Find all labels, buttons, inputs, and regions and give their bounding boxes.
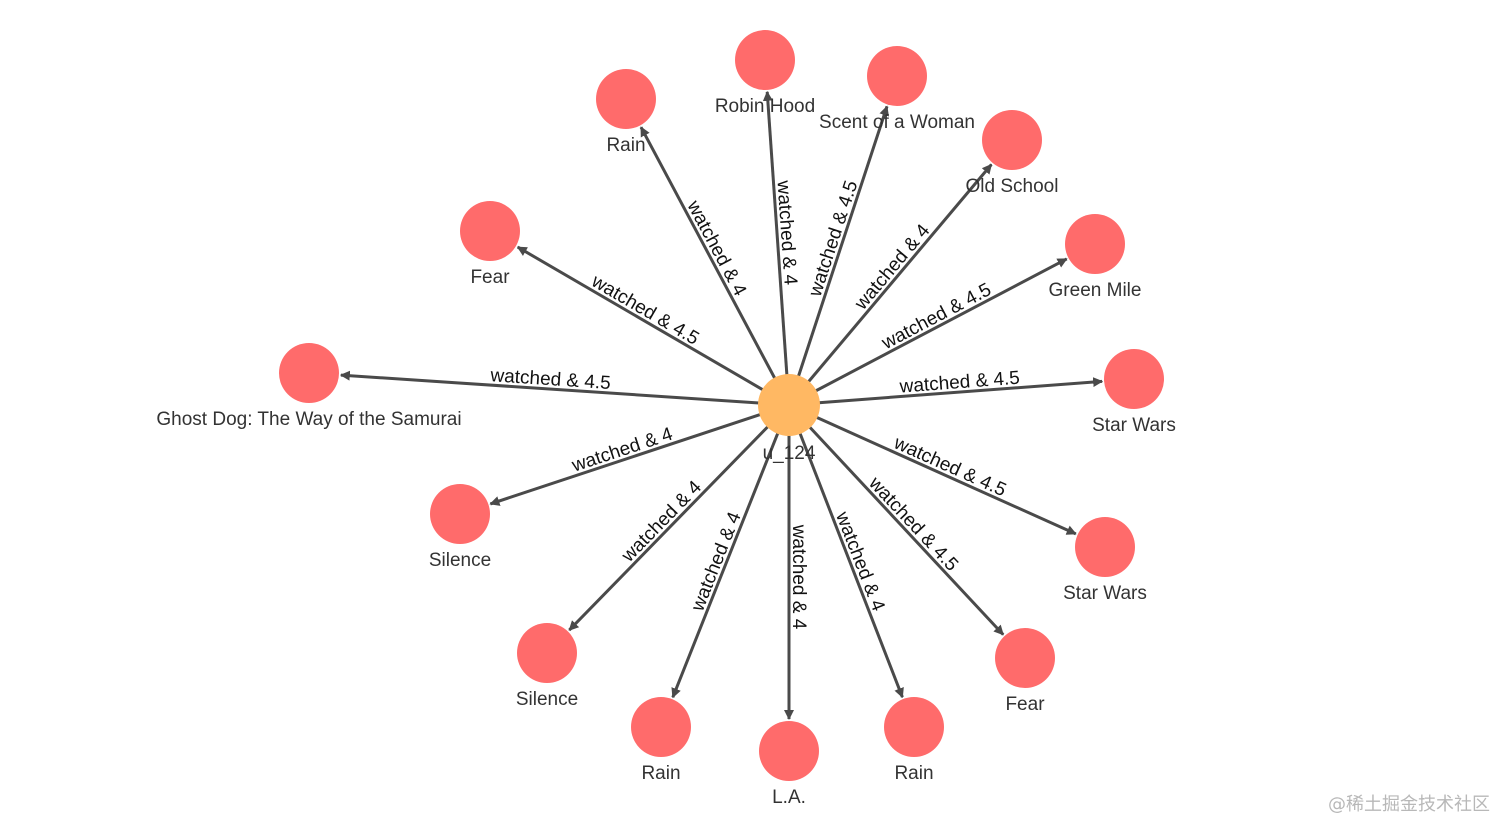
node-star-wars-1[interactable] [1104,349,1164,409]
edge-label-silence-2: watched & 4 [569,424,676,477]
node-fear-2[interactable] [460,201,520,261]
node-label-center-user: u_124 [763,443,816,464]
node-label-silence-1: Silence [516,689,578,710]
node-label-old-school: Old School [966,176,1059,197]
edge-label-rain-2: watched & 4 [687,509,746,615]
node-rain-2[interactable] [631,697,691,757]
edge-silence-1 [568,425,770,632]
node-label-scent-of-a-woman: Scent of a Woman [819,112,975,133]
edge-label-old-school: watched & 4 [850,220,934,315]
edge-silence-2 [489,412,761,506]
node-label-fear-2: Fear [470,267,510,288]
node-label-rain-1: Rain [894,763,933,784]
node-label-green-mile: Green Mile [1049,280,1142,301]
node-scent-of-a-woman[interactable] [867,46,927,106]
node-label-star-wars-1: Star Wars [1092,415,1176,436]
node-label-silence-2: Silence [429,550,491,571]
edge-rain-3 [639,126,777,380]
node-fear-1[interactable] [995,628,1055,688]
node-label-la: L.A. [772,787,806,808]
node-silence-2[interactable] [430,484,490,544]
edge-fear-2 [516,245,764,392]
edge-scent-of-a-woman [796,105,889,377]
node-label-rain-2: Rain [641,763,680,784]
node-robin-hood[interactable] [735,30,795,90]
edge-star-wars-2 [815,415,1077,536]
edge-rain-2 [671,432,780,699]
edge-green-mile [814,257,1068,393]
edge-label-star-wars-2: watched & 4.5 [890,432,1009,501]
edge-label-robin-hood: watched & 4 [772,179,800,286]
node-label-ghost-dog: Ghost Dog: The Way of the Samurai [156,409,461,430]
edge-label-scent-of-a-woman: watched & 4.5 [805,178,863,300]
edge-label-star-wars-1: watched & 4.5 [898,368,1021,398]
edge-star-wars-1 [818,377,1104,405]
edge-label-rain-1: watched & 4 [831,508,889,614]
node-label-fear-1: Fear [1005,694,1045,715]
node-label-rain-3: Rain [606,135,645,156]
edge-old-school [807,163,993,383]
edge-label-ghost-dog: watched & 4.5 [489,365,612,394]
node-center-user[interactable] [758,374,820,436]
edge-label-silence-1: watched & 4 [617,477,706,568]
edge-label-green-mile: watched & 4.5 [878,279,995,354]
node-green-mile[interactable] [1065,214,1125,274]
edge-label-fear-1: watched & 4.5 [864,472,962,575]
node-ghost-dog[interactable] [279,343,339,403]
node-old-school[interactable] [982,110,1042,170]
node-star-wars-2[interactable] [1075,517,1135,577]
node-label-star-wars-2: Star Wars [1063,583,1147,604]
node-silence-1[interactable] [517,623,577,683]
node-la[interactable] [759,721,819,781]
edge-rain-1 [798,432,904,699]
edge-label-rain-3: watched & 4 [682,196,750,299]
edge-label-la: watched & 4 [788,524,809,630]
node-label-robin-hood: Robin Hood [715,96,815,117]
edge-ghost-dog [339,370,760,405]
edge-robin-hood [762,90,789,376]
watermark: @稀土掘金技术社区 [1328,794,1490,815]
node-rain-3[interactable] [596,69,656,129]
node-rain-1[interactable] [884,697,944,757]
edge-fear-1 [808,425,1005,636]
edge-label-fear-2: watched & 4.5 [587,270,703,349]
